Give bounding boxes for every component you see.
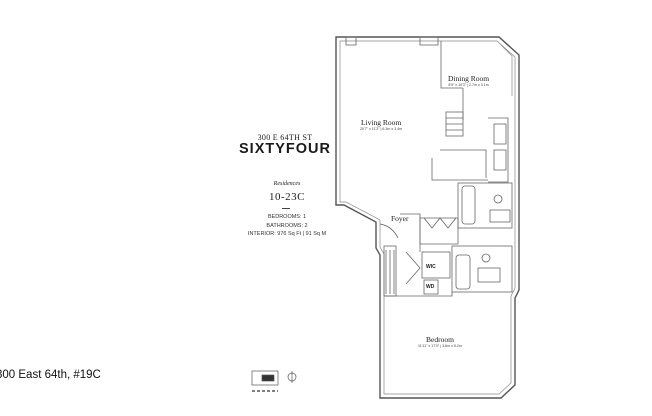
closet-door	[423, 217, 457, 229]
kitchen-appliance	[493, 149, 507, 171]
bedroom-wall	[384, 292, 453, 297]
wd-label: WD	[426, 284, 435, 290]
bath-1	[457, 182, 513, 229]
kitchen-counter-line	[431, 158, 488, 181]
interior-size: INTERIOR: 976 Sq Ft | 91 Sq M	[247, 231, 327, 237]
column	[419, 36, 439, 46]
toilet	[493, 194, 503, 204]
kitchen-wall	[488, 117, 509, 183]
bedrooms-count: BEDROOMS: 1	[267, 214, 307, 220]
foyer-wall	[400, 213, 421, 252]
bedroom-label: Bedroom 11'11" x 17'0" | 3.6m x 5.2m	[418, 335, 462, 348]
exterior-wall-inner	[339, 40, 516, 395]
bathrooms-count: BATHROOMS: 2	[266, 222, 308, 229]
compass-icon	[287, 371, 297, 383]
wic-label: WIC	[426, 264, 436, 270]
entry-door	[379, 223, 399, 239]
dining-room-label: Dining Room 8'9" x 10'3" | 2.7m x 3.1m	[448, 74, 490, 87]
kitchen-counter-line	[440, 149, 487, 178]
listing-caption: 300 East 64th, #19C	[0, 369, 101, 381]
partition-wall	[440, 41, 463, 89]
foyer-label: Foyer	[391, 214, 409, 223]
closet	[419, 217, 459, 245]
divider	[282, 208, 290, 209]
closet-hatch	[385, 250, 395, 294]
column	[345, 36, 357, 46]
scale-bar	[251, 370, 279, 392]
vanity	[489, 209, 511, 223]
bathtub	[461, 185, 476, 225]
toilet	[481, 253, 491, 263]
exterior-wall	[335, 36, 520, 399]
wic-door	[405, 251, 421, 285]
bathtub	[455, 254, 471, 290]
kitchen-hatch	[446, 117, 463, 131]
vanity	[477, 267, 501, 283]
bath-2	[451, 245, 513, 293]
building-brand: SIXTYFOUR	[239, 141, 331, 157]
unit-number: 10-23C	[269, 191, 305, 203]
residences-label: Residences	[273, 181, 301, 187]
wic	[421, 251, 451, 279]
dining-window	[499, 43, 513, 96]
living-room-label: Living Room 20'7" x 11'3" | 6.3m x 3.4m	[360, 118, 403, 131]
building-info: 300 E 64TH ST SIXTYFOUR	[225, 133, 345, 157]
kitchen-appliance	[493, 123, 507, 145]
wd	[423, 279, 439, 295]
unit-specs: BEDROOMS: 1 BATHROOMS: 2 INTERIOR: 976 S…	[222, 213, 352, 239]
building-address: 300 E 64TH ST	[257, 133, 313, 142]
